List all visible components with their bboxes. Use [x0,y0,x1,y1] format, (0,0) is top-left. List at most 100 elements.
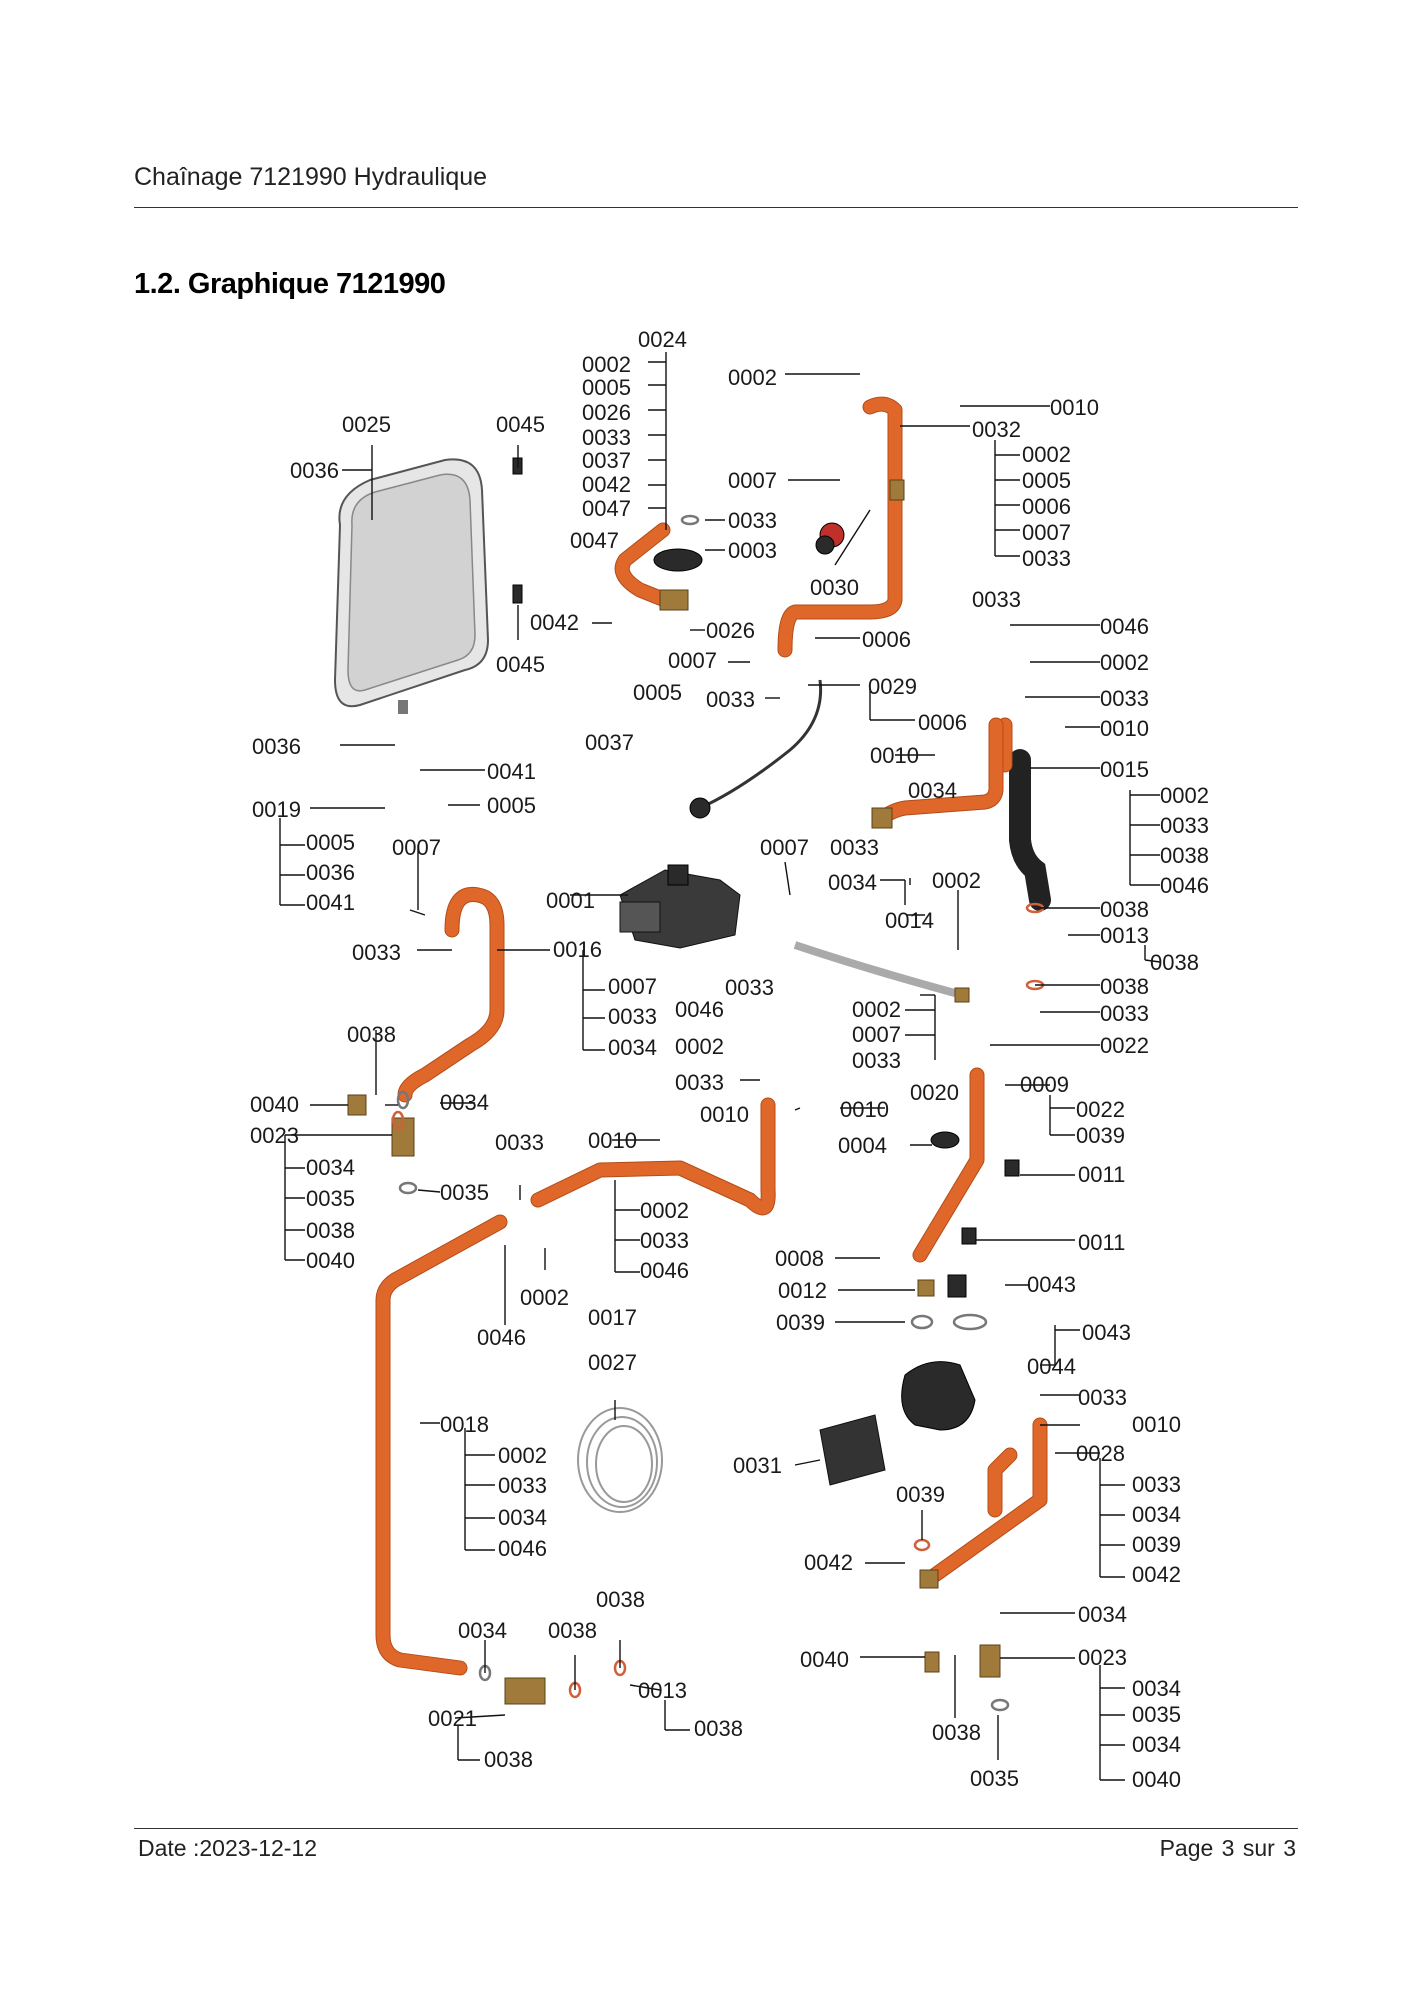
ref-label: 0040 [800,1647,849,1672]
ref-label: 0002 [932,868,981,893]
footer-page-number: Page 3 sur 3 [1159,1835,1296,1861]
ref-label: 0034 [828,870,877,895]
ref-label: 0002 [498,1443,547,1468]
ref-label: 0045 [496,652,545,677]
ref-label: 0002 [675,1034,724,1059]
ref-label: 0033 [725,975,774,1000]
ref-label: 0034 [498,1505,547,1530]
ref-label: 0017 [588,1305,637,1330]
ref-label: 0011 [1078,1230,1125,1255]
ref-label: 0002 [582,352,631,377]
document-header-title: Chaînage 7121990 Hydraulique [134,163,488,191]
ref-label: 0011 [1078,1162,1125,1187]
ref-label: 0033 [640,1228,689,1253]
ref-label: 0033 [972,587,1021,612]
ref-label: 0007 [668,648,717,673]
ref-label: 0033 [1022,546,1071,571]
ref-label: 0002 [1022,442,1071,467]
seal-0003 [653,548,703,572]
ref-label: 0035 [970,1766,1019,1791]
ref-label: 0042 [1132,1562,1181,1587]
pipe-0018 [375,1214,508,1676]
ref-label: 0002 [640,1198,689,1223]
ref-label: 0033 [582,425,631,450]
ref-label: 0010 [1132,1412,1181,1437]
ref-label: 0022 [1076,1097,1125,1122]
fitting-0040 [347,1094,367,1116]
ref-label: 0033 [728,508,777,533]
ref-label: 0010 [840,1097,889,1122]
ref-label: 0033 [1078,1385,1127,1410]
ref-label: 0023 [250,1123,299,1148]
clip-icon [512,584,523,604]
ref-label: 0033 [608,1004,657,1029]
ref-label: 0007 [1022,520,1071,545]
ref-label: 0036 [306,860,355,885]
ref-label: 0020 [910,1080,959,1105]
ref-label: 0042 [530,610,579,635]
valve-body-0001 [619,864,741,949]
ref-label: 0046 [477,1325,526,1350]
ref-label: 0034 [608,1035,657,1060]
ref-label: 0031 [733,1453,782,1478]
pipe-0028 [927,1417,1048,1583]
ref-label: 0038 [548,1618,597,1643]
ref-label: 0006 [862,627,911,652]
pump-housing-0044 [901,1361,976,1431]
ref-label: 0047 [582,496,631,521]
oring-0033 [680,514,700,526]
pipe-0014 [871,717,1004,829]
ref-label: 0007 [392,835,441,860]
coil-0027 [577,1407,663,1513]
pipe-0024 [614,522,689,611]
pipe-0032 [777,396,905,658]
ref-label: 0035 [1132,1702,1181,1727]
ref-label: 0022 [1100,1033,1149,1058]
section-title: 1.2. Graphique 7121990 [134,268,446,300]
ref-label: 0034 [1132,1732,1181,1757]
ref-label: 0033 [830,835,879,860]
ref-label: 0038 [932,1720,981,1745]
ref-label: 0008 [775,1246,824,1271]
ref-label: 0010 [1050,395,1099,420]
orings [391,902,1045,1712]
ref-label: 0047 [570,528,619,553]
ref-label: 0002 [1160,783,1209,808]
ref-label: 0035 [440,1180,489,1205]
ref-label: 0027 [588,1350,637,1375]
ref-label: 0013 [638,1678,687,1703]
ref-label: 0033 [352,940,401,965]
footer-date: Date :2023-12-12 [138,1835,318,1861]
ref-label: 0043 [1027,1272,1076,1297]
ref-label: 0006 [918,710,967,735]
fitting-0040-bottom [924,1651,940,1673]
flex-hose [793,941,964,999]
ref-label: 0018 [440,1412,489,1437]
ref-label: 0016 [553,937,602,962]
ref-label: 0034 [1078,1602,1127,1627]
ref-label: 0038 [694,1716,743,1741]
ref-label: 0034 [908,778,957,803]
ref-label: 0023 [1078,1645,1127,1670]
ref-label: 0002 [728,365,777,390]
ref-label: 0045 [496,412,545,437]
ref-label: 0042 [804,1550,853,1575]
ref-label: 0010 [870,743,919,768]
ref-label: 0046 [498,1536,547,1561]
ref-label: 0034 [306,1155,355,1180]
ref-label: 0042 [582,472,631,497]
ref-label: 0032 [972,417,1021,442]
ref-label: 0038 [1160,843,1209,868]
ref-label: 0005 [487,793,536,818]
ref-label: 0038 [596,1587,645,1612]
ref-label: 0005 [633,680,682,705]
sensor-cable-0029 [699,679,823,810]
ref-label: 0007 [728,468,777,493]
ref-label: 0046 [1160,873,1209,898]
ref-label: 0030 [810,575,859,600]
ref-label: 0038 [306,1218,355,1243]
ref-label: 0046 [675,997,724,1022]
ref-label: 0007 [852,1022,901,1047]
ref-label: 0005 [1022,468,1071,493]
